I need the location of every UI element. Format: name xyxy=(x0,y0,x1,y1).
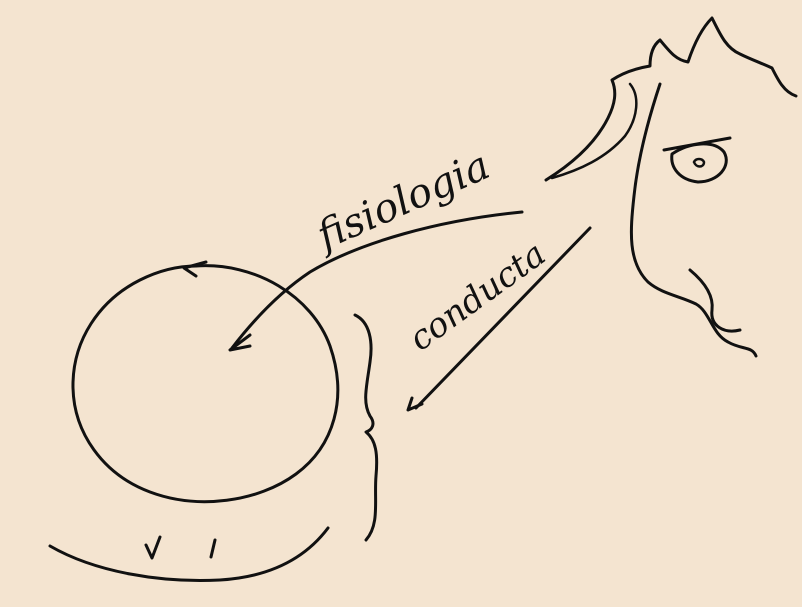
conducta-label: conducta xyxy=(402,234,553,359)
face-chin-curl xyxy=(690,270,740,331)
face-hair-inner-strand xyxy=(552,84,636,178)
ground-mark-left xyxy=(146,537,160,558)
fisiologia-label: fisiologia xyxy=(308,143,497,261)
conducta-arrowhead xyxy=(408,398,422,410)
curly-brace xyxy=(355,315,377,540)
face-forehead-profile xyxy=(631,84,756,356)
circle-direction-arrowhead xyxy=(184,262,206,276)
eye-outline xyxy=(672,144,727,182)
ground-curve xyxy=(50,528,328,580)
eye-pupil xyxy=(694,159,704,167)
ground-mark-right xyxy=(211,540,215,557)
circle-outline xyxy=(73,266,338,502)
